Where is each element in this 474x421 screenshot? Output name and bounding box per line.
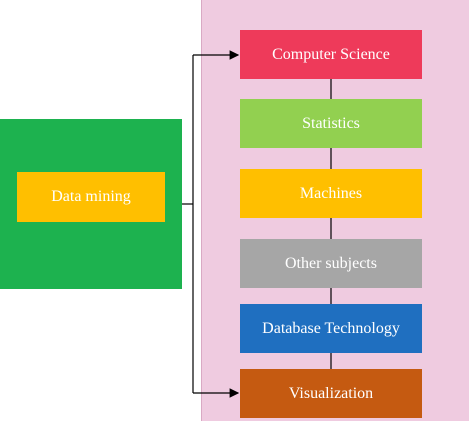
- topic-label: Statistics: [302, 114, 360, 132]
- data-mining-box: Data mining: [17, 172, 165, 222]
- topic-label: Other subjects: [285, 254, 377, 272]
- topic-box-computer-science: Computer Science: [240, 30, 422, 79]
- topic-label: Database Technology: [262, 319, 400, 337]
- topic-box-database-technology: Database Technology: [240, 304, 422, 353]
- topic-box-statistics: Statistics: [240, 99, 422, 148]
- topic-label: Visualization: [288, 384, 374, 402]
- data-mining-label: Data mining: [51, 188, 131, 205]
- topic-label: Machines: [299, 184, 363, 202]
- topic-box-machines: Machines: [240, 169, 422, 218]
- topic-label: Computer Science: [272, 45, 390, 63]
- topic-box-other-subjects: Other subjects: [240, 239, 422, 288]
- topic-box-visualization: Visualization: [240, 369, 422, 418]
